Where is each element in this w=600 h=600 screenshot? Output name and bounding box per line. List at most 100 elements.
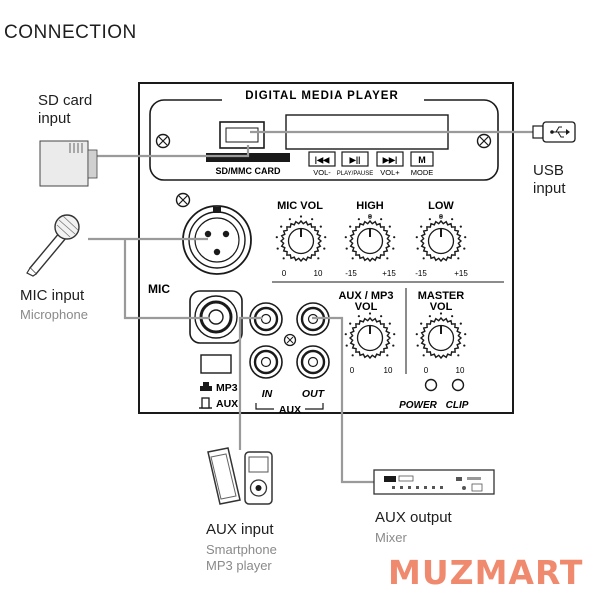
panel-header: DIGITAL MEDIA PLAYER — [245, 90, 399, 102]
master-vol-min: 0 — [424, 366, 429, 375]
play-pause-icon: ▶|| — [349, 156, 361, 165]
mic-callout-sub: Microphone — [20, 307, 88, 322]
aux-group-label: AUX — [279, 404, 301, 416]
aux-out-label: OUT — [302, 388, 326, 400]
switch-mp3-label: MP3 — [216, 382, 238, 394]
low-eq-knob[interactable] — [415, 215, 467, 263]
mic-vol-min: 0 — [282, 269, 287, 278]
next-icon: ▶▶| — [382, 156, 398, 165]
knob-tick — [349, 225, 352, 228]
knob-tick — [344, 236, 347, 239]
jack-mic-input[interactable] — [189, 290, 243, 344]
aux-mp3-vol-knob[interactable] — [344, 312, 396, 360]
knob-tick — [288, 218, 291, 221]
sd-card-callout-line2: input — [38, 110, 71, 127]
high-eq-knob[interactable] — [344, 215, 396, 263]
mp3-aux-switch[interactable] — [200, 354, 232, 374]
knob-tick — [439, 215, 443, 218]
high-title: HIGH — [356, 200, 384, 212]
master-vol-knob[interactable] — [415, 312, 467, 360]
knob-tick — [380, 218, 383, 221]
knob-tick — [439, 312, 443, 315]
mic-vol-knob[interactable] — [275, 215, 327, 263]
knob-cap — [356, 324, 384, 352]
master-vol-title-line2: VOL — [430, 301, 453, 313]
knob-tick — [345, 247, 348, 250]
usb-stick-icon — [532, 121, 576, 143]
knob-tick — [392, 344, 395, 347]
knob-tick — [349, 322, 352, 325]
power-led — [424, 378, 438, 392]
knob-tick — [380, 315, 383, 318]
knob-tick — [428, 218, 431, 221]
knob-tick — [392, 247, 395, 250]
knob-tick — [459, 322, 462, 325]
knob-tick — [420, 225, 423, 228]
knob-tick — [282, 257, 285, 260]
aux-output-callout-sub: Mixer — [375, 530, 407, 545]
aux-out-rca-jack-bottom[interactable] — [296, 345, 330, 379]
high-max: +15 — [382, 269, 396, 278]
aux-in-rca-jack-top[interactable] — [249, 302, 283, 336]
knob-tick — [422, 257, 425, 260]
aux-output-callout: AUX output Mixer — [375, 509, 452, 546]
mic-vol-max: 10 — [314, 269, 323, 278]
mode-button[interactable]: M MODE — [410, 151, 434, 177]
knob-tick — [416, 344, 419, 347]
brand-logo: MUZMART — [388, 553, 584, 592]
knob-tick — [415, 333, 418, 336]
mic-callout-label: MIC input — [20, 287, 85, 304]
sd-card-connection-line — [97, 145, 250, 158]
knob-tick — [319, 225, 322, 228]
smartphone-icon — [207, 447, 241, 505]
master-vol-max: 10 — [456, 366, 465, 375]
knob-tick — [464, 333, 467, 336]
knob-cap — [427, 324, 455, 352]
knob-tick — [324, 236, 327, 239]
sd-card-slot[interactable] — [206, 153, 290, 162]
knob-tick — [388, 225, 391, 228]
play-pause-button[interactable]: ▶|| PLAY/PAUSE — [337, 151, 373, 177]
aux-input-callout: AUX input Smartphone MP3 player — [206, 521, 277, 574]
knob-tick — [299, 215, 303, 218]
aux-vol-title-line1: AUX / MP3 — [338, 290, 393, 302]
switch-released-icon — [199, 397, 212, 409]
switch-pressed-icon — [200, 382, 212, 391]
screw-icon — [175, 192, 191, 208]
sd-card-callout-line1: SD card — [38, 92, 93, 109]
knob-tick — [357, 315, 360, 318]
screw-icon — [283, 333, 297, 347]
sd-slot-label: SD/MMC CARD — [216, 166, 281, 176]
aux-input-callout-sub2: MP3 player — [206, 558, 272, 573]
knob-tick — [451, 218, 454, 221]
knob-tick — [368, 215, 372, 218]
header-mask — [222, 88, 424, 102]
knob-tick — [463, 344, 466, 347]
knob-cap — [427, 227, 455, 255]
knob-tick — [311, 218, 314, 221]
knob-tick — [344, 333, 347, 336]
high-min: -15 — [345, 269, 357, 278]
mic-section-label: MIC — [148, 282, 170, 296]
knob-tick — [351, 354, 354, 357]
knob-tick — [459, 225, 462, 228]
knob-tick — [457, 257, 460, 260]
mic-vol-title: MIC VOL — [277, 200, 323, 212]
knob-tick — [386, 257, 389, 260]
microphone-icon — [26, 214, 80, 277]
switch-aux-label: AUX — [216, 398, 238, 410]
aux-in-rca-jack-bottom[interactable] — [249, 345, 283, 379]
page-title: CONNECTION — [4, 22, 137, 43]
next-button-label: VOL+ — [380, 168, 400, 177]
knob-tick — [280, 225, 283, 228]
knob-tick — [463, 247, 466, 250]
play-pause-button-label: PLAY/PAUSE — [337, 171, 373, 177]
prev-button[interactable]: |◀◀ VOL- — [308, 151, 336, 177]
screw-icon — [155, 133, 171, 149]
xlr-mic-jack[interactable] — [182, 205, 252, 275]
aux-input-callout-label: AUX input — [206, 521, 274, 538]
usb-callout: USB input — [533, 162, 566, 197]
next-button[interactable]: ▶▶| VOL+ — [376, 151, 404, 177]
knob-tick — [415, 236, 418, 239]
clip-led-label: CLIP — [446, 400, 469, 411]
